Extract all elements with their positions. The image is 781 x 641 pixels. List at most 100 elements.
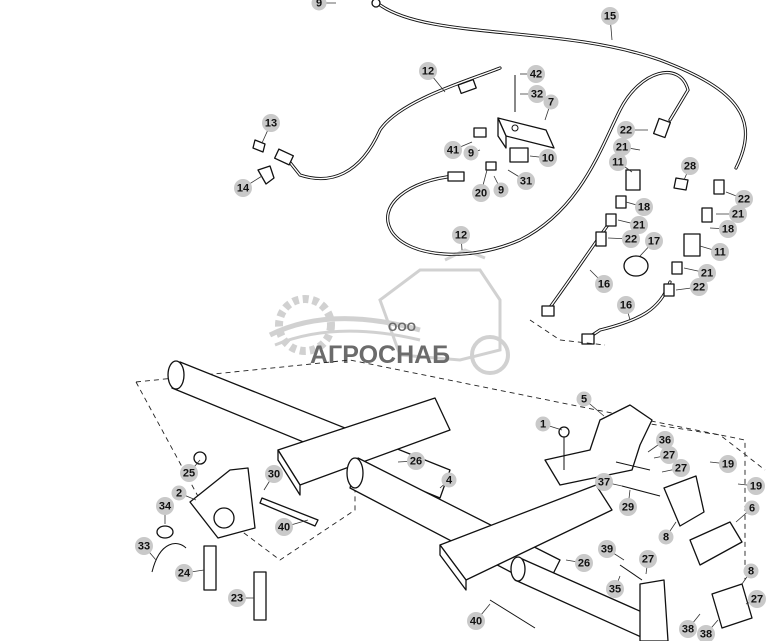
callout-badge bbox=[619, 498, 637, 516]
callout-number: 34 bbox=[159, 501, 172, 513]
callout-number: 27 bbox=[675, 463, 687, 475]
callout-number: 27 bbox=[663, 450, 675, 462]
callout-number: 19 bbox=[750, 481, 762, 493]
callout-number: 20 bbox=[475, 188, 487, 200]
callout-27: 27 bbox=[653, 446, 678, 464]
watermark-prefix: ООО bbox=[388, 320, 416, 334]
callout-2: 2 bbox=[171, 485, 197, 501]
callout-number: 14 bbox=[237, 183, 250, 195]
callout-11: 11 bbox=[699, 243, 729, 261]
callout-19: 19 bbox=[737, 477, 765, 495]
callout-40: 40 bbox=[467, 603, 491, 630]
callout-number: 31 bbox=[520, 176, 532, 188]
callout-number: 11 bbox=[714, 247, 726, 259]
callout-number: 17 bbox=[648, 236, 660, 248]
callout-number: 25 bbox=[183, 468, 195, 480]
callout-number: 1 bbox=[540, 419, 546, 431]
callout-number: 39 bbox=[601, 544, 613, 556]
callout-badge bbox=[543, 94, 559, 110]
callout-number: 41 bbox=[447, 145, 459, 157]
callout-33: 33 bbox=[135, 537, 157, 561]
callout-number: 29 bbox=[622, 502, 634, 514]
tee-fitting bbox=[252, 139, 295, 185]
callout-badge bbox=[622, 230, 640, 248]
callout-number: 27 bbox=[642, 554, 654, 566]
callout-number: 40 bbox=[470, 616, 482, 628]
hose-15-fitting bbox=[371, 0, 381, 8]
callout-number: 13 bbox=[265, 118, 277, 130]
callout-13: 13 bbox=[261, 114, 280, 144]
callout-11: 11 bbox=[609, 153, 633, 173]
callout-badge bbox=[265, 465, 283, 483]
callout-badge bbox=[407, 452, 425, 470]
callout-35: 35 bbox=[606, 575, 624, 598]
callout-badge bbox=[635, 198, 653, 216]
callout-18: 18 bbox=[709, 220, 737, 238]
callout-badge bbox=[463, 145, 479, 161]
callout-badge bbox=[630, 216, 648, 234]
callout-number: 21 bbox=[633, 220, 645, 232]
callout-badge bbox=[311, 0, 327, 11]
callout-number: 12 bbox=[422, 66, 434, 78]
plate-8 bbox=[663, 475, 705, 527]
watermark-logo bbox=[268, 248, 510, 375]
callout-badge bbox=[539, 149, 557, 167]
bracket-2 bbox=[189, 467, 256, 539]
callout-37: 37 bbox=[595, 473, 623, 491]
callout-21: 21 bbox=[716, 205, 747, 223]
watermark-brand: АГРОСНАБ bbox=[310, 341, 450, 369]
callout-number: 35 bbox=[609, 584, 621, 596]
callout-8: 8 bbox=[658, 521, 677, 545]
valve-10 bbox=[509, 147, 529, 163]
callout-number: 22 bbox=[620, 125, 632, 137]
callout-38: 38 bbox=[679, 613, 701, 638]
callout-6: 6 bbox=[735, 500, 760, 523]
callout-badge bbox=[493, 182, 509, 198]
callout-number: 8 bbox=[748, 566, 754, 578]
callout-number: 8 bbox=[663, 532, 669, 544]
callout-number: 16 bbox=[598, 279, 610, 291]
callout-number: 22 bbox=[625, 234, 637, 246]
hose-15 bbox=[378, 3, 748, 170]
strap-24 bbox=[203, 545, 217, 591]
callout-badge bbox=[444, 141, 462, 159]
callout-number: 5 bbox=[581, 394, 587, 406]
callout-26: 26 bbox=[397, 452, 425, 470]
callout-badge bbox=[639, 550, 657, 568]
callout-number: 26 bbox=[410, 456, 422, 468]
callout-17: 17 bbox=[639, 232, 663, 257]
callout-badge bbox=[575, 554, 593, 572]
callout-number: 6 bbox=[749, 503, 755, 515]
callout-number: 18 bbox=[638, 202, 650, 214]
callout-22: 22 bbox=[675, 278, 708, 296]
callout-42: 42 bbox=[520, 65, 545, 83]
callout-badge bbox=[156, 497, 174, 515]
callout-number: 4 bbox=[446, 475, 453, 487]
callout-8: 8 bbox=[741, 563, 759, 585]
callout-number: 26 bbox=[578, 558, 590, 570]
callout-badge bbox=[598, 540, 616, 558]
callout-badge bbox=[658, 529, 674, 545]
callout-number: 19 bbox=[722, 459, 734, 471]
callout-badge bbox=[472, 184, 490, 202]
callout-number: 42 bbox=[530, 69, 542, 81]
callout-18: 18 bbox=[625, 198, 653, 216]
right-fittings bbox=[541, 117, 725, 345]
callout-number: 9 bbox=[498, 185, 504, 197]
callout-number: 9 bbox=[468, 148, 474, 160]
callout-badge bbox=[645, 232, 663, 250]
callout-29: 29 bbox=[619, 489, 637, 516]
callout-badge bbox=[595, 473, 613, 491]
callout-badge bbox=[656, 431, 674, 449]
callout-number: 21 bbox=[701, 268, 713, 280]
callout-badge bbox=[517, 172, 535, 190]
callout-badge bbox=[719, 220, 737, 238]
callout-10: 10 bbox=[529, 149, 557, 167]
callout-number: 27 bbox=[751, 594, 763, 606]
callout-20: 20 bbox=[472, 169, 490, 202]
callout-number: 21 bbox=[616, 142, 628, 154]
callout-badge bbox=[606, 580, 624, 598]
callout-badge bbox=[744, 500, 760, 516]
